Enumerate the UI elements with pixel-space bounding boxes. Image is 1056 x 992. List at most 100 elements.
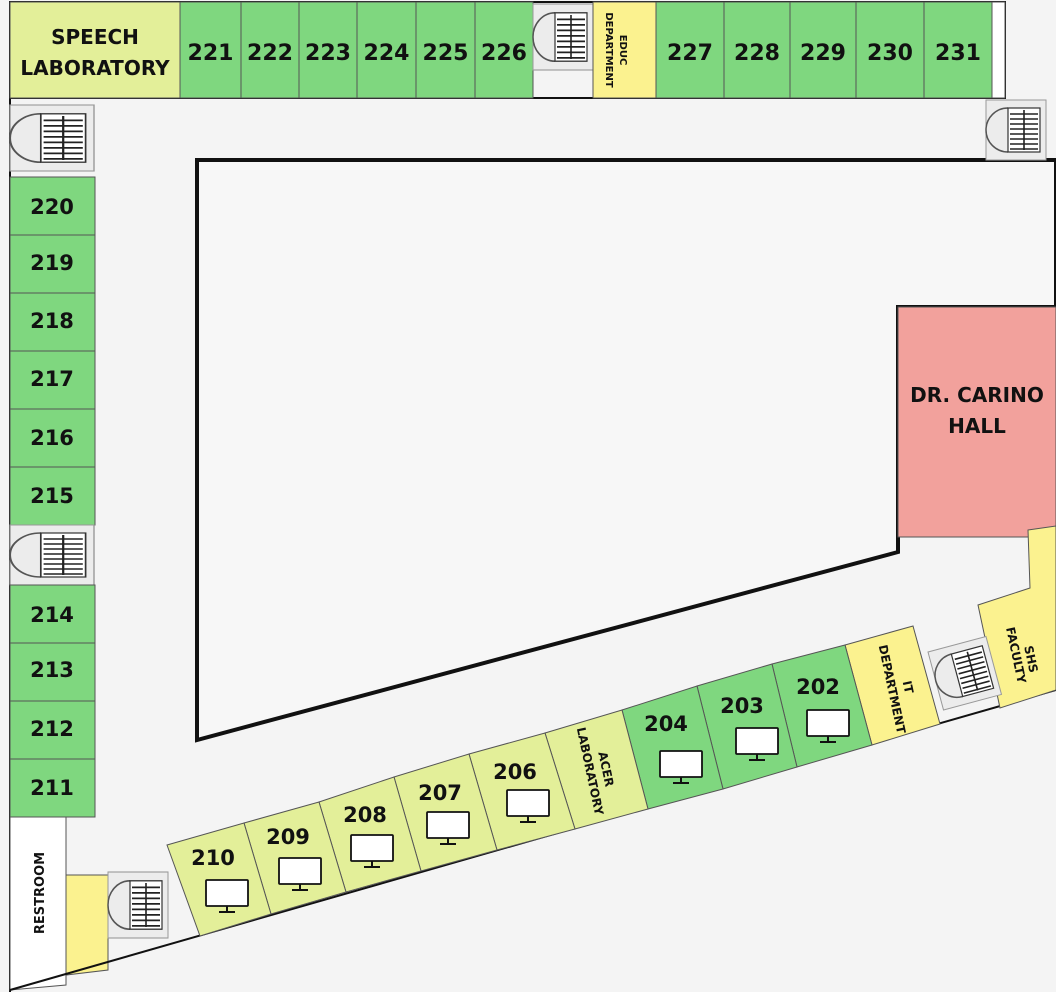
- room-224[interactable]: 224: [356, 1, 417, 99]
- room-222[interactable]: 222: [240, 1, 300, 99]
- room-214[interactable]: 214: [9, 584, 96, 644]
- room-229-label: 229: [800, 41, 846, 66]
- staircase-icon: [107, 871, 169, 939]
- room-228-label: 228: [734, 41, 780, 66]
- room-221-label: 221: [188, 41, 234, 66]
- top-row-rooms: 221 222 223 224 225 226: [179, 1, 534, 99]
- room-212-area: [9, 700, 96, 760]
- room-217-area: [9, 350, 96, 410]
- room-223-area: [298, 1, 358, 99]
- hall-label-2: HALL: [948, 414, 1006, 438]
- staircase-icon: [8, 103, 96, 173]
- room-212[interactable]: 212: [9, 700, 96, 760]
- room-216[interactable]: 216: [9, 408, 96, 468]
- room-228[interactable]: 228: [723, 1, 791, 99]
- room-226[interactable]: 226: [474, 1, 534, 99]
- room-dr-carino-hall[interactable]: DR. CARINO HALL: [897, 306, 1056, 538]
- room-230-area: [855, 1, 925, 99]
- room-restroom[interactable]: RESTROOM: [9, 816, 67, 991]
- room-221[interactable]: 221: [179, 1, 242, 99]
- room-225-area: [415, 1, 476, 99]
- shs-faculty-label-1: SHS: [1021, 644, 1040, 674]
- room-207-label: 207: [418, 781, 462, 805]
- room-224-area: [356, 1, 417, 99]
- room-214-label: 214: [30, 603, 74, 627]
- room-206-label: 206: [493, 760, 537, 784]
- room-226-label: 226: [481, 41, 527, 66]
- room-203[interactable]: 203: [696, 663, 798, 790]
- restroom-annex: [65, 874, 109, 976]
- room-215-label: 215: [30, 484, 74, 508]
- room-215-area: [9, 466, 96, 526]
- room-shs-faculty[interactable]: SHS FACULTY: [977, 525, 1056, 709]
- room-202-label: 202: [796, 675, 840, 699]
- room-227-label: 227: [667, 41, 713, 66]
- room-208-label: 208: [343, 803, 387, 827]
- room-203-label: 203: [720, 694, 764, 718]
- speech-lab-label-1: SPEECH: [51, 25, 139, 49]
- hall-area: [897, 306, 1056, 538]
- room-231-label: 231: [935, 41, 981, 66]
- room-speech-laboratory[interactable]: SPEECH LABORATORY: [9, 1, 181, 99]
- educ-dept-label-2: DEPARTMENT: [603, 12, 614, 88]
- room-211-label: 211: [30, 776, 74, 800]
- it-dept-label-1: IT: [900, 680, 916, 696]
- room-231[interactable]: 231: [923, 1, 993, 99]
- speech-lab-label-2: LABORATORY: [20, 56, 170, 80]
- staircase-icon: [985, 99, 1047, 161]
- room-215[interactable]: 215: [9, 466, 96, 526]
- room-209[interactable]: 209: [243, 801, 347, 915]
- room-225[interactable]: 225: [415, 1, 476, 99]
- room-220-area: [9, 176, 96, 236]
- room-226-area: [474, 1, 534, 99]
- room-222-label: 222: [247, 41, 293, 66]
- room-208[interactable]: 208: [318, 776, 422, 893]
- room-217-label: 217: [30, 367, 74, 391]
- room-225-label: 225: [423, 41, 469, 66]
- staircase-icon: [8, 523, 96, 587]
- room-227[interactable]: 227: [655, 1, 725, 99]
- room-223-label: 223: [305, 41, 351, 66]
- staircase-icon: [532, 3, 594, 71]
- room-219[interactable]: 219: [9, 234, 96, 294]
- room-204-label: 204: [644, 712, 688, 736]
- room-educ-department[interactable]: EDUC DEPARTMENT: [592, 1, 657, 99]
- room-211[interactable]: 211: [9, 758, 96, 818]
- room-224-label: 224: [364, 41, 410, 66]
- restroom-label: RESTROOM: [33, 852, 48, 934]
- restroom-area: [9, 816, 67, 991]
- left-column-rooms: 220 219 218 217 216 215: [9, 176, 96, 526]
- room-230[interactable]: 230: [855, 1, 925, 99]
- room-221-area: [179, 1, 242, 99]
- room-218-area: [9, 292, 96, 352]
- room-213-area: [9, 642, 96, 702]
- room-213-label: 213: [30, 658, 74, 682]
- room-219-area: [9, 234, 96, 294]
- room-219-label: 219: [30, 251, 74, 275]
- room-218-label: 218: [30, 309, 74, 333]
- room-222-area: [240, 1, 300, 99]
- room-202[interactable]: 202: [771, 644, 873, 768]
- room-212-label: 212: [30, 717, 74, 741]
- room-213[interactable]: 213: [9, 642, 96, 702]
- room-230-label: 230: [867, 41, 913, 66]
- top-right-corridor: [991, 1, 1006, 99]
- room-217[interactable]: 217: [9, 350, 96, 410]
- room-211-area: [9, 758, 96, 818]
- room-210[interactable]: 210: [166, 822, 272, 937]
- left-column-lower-rooms: 214 213 212 211: [9, 584, 96, 818]
- room-229[interactable]: 229: [789, 1, 857, 99]
- room-216-area: [9, 408, 96, 468]
- room-206[interactable]: 206: [468, 732, 576, 851]
- room-218[interactable]: 218: [9, 292, 96, 352]
- room-216-label: 216: [30, 426, 74, 450]
- room-228-area: [723, 1, 791, 99]
- hall-label-1: DR. CARINO: [910, 383, 1044, 407]
- top-row-right-rooms: 227 228 229 230 231: [655, 1, 993, 99]
- room-209-label: 209: [266, 825, 310, 849]
- shs-faculty-area: [977, 525, 1056, 709]
- room-223[interactable]: 223: [298, 1, 358, 99]
- room-220-label: 220: [30, 195, 74, 219]
- room-220[interactable]: 220: [9, 176, 96, 236]
